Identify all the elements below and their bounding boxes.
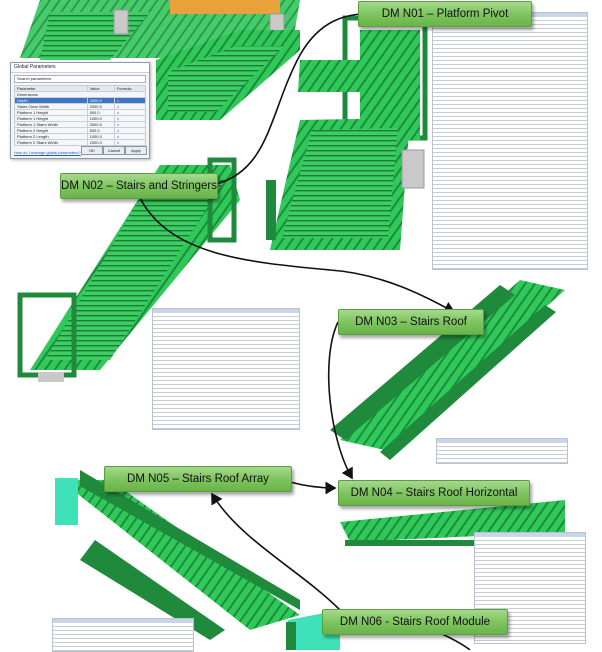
top-left-stair-structure bbox=[20, 0, 300, 120]
parameter-sheet-2 bbox=[152, 308, 300, 430]
help-link[interactable]: How do I manage global parameters? bbox=[14, 150, 81, 155]
apply-button[interactable]: Apply bbox=[125, 146, 147, 155]
sheet-rows bbox=[153, 313, 299, 429]
parameter-sheet-1 bbox=[432, 12, 588, 270]
table-header: Parameter Value Formula bbox=[14, 85, 147, 92]
sheet-rows bbox=[437, 443, 567, 463]
connector-arrows bbox=[139, 6, 471, 650]
cell: 2000.0 bbox=[86, 139, 115, 146]
label-dm-n03: DM N03 – Stairs Roof bbox=[338, 309, 484, 335]
parameters-table: Parameter Value Formula Dimensions Depth… bbox=[14, 85, 147, 146]
stairs-roof-array-structure bbox=[55, 470, 300, 640]
label-dm-n06: DM N06 - Stairs Roof Module bbox=[322, 609, 508, 635]
sheet-header bbox=[153, 309, 299, 313]
label-dm-n04: DM N04 – Stairs Roof Horizontal bbox=[338, 480, 530, 506]
global-parameters-dialog: Global Parameters Search parameters Para… bbox=[10, 62, 150, 159]
label-dm-n05: DM N05 – Stairs Roof Array bbox=[104, 466, 292, 492]
cell: = bbox=[113, 139, 147, 146]
search-input[interactable]: Search parameters bbox=[14, 75, 146, 83]
parameter-sheet-3 bbox=[436, 438, 568, 464]
sheet-rows bbox=[53, 623, 193, 651]
stairs-roof-structure bbox=[330, 280, 565, 460]
stairs-roof-horizontal-structure bbox=[340, 500, 565, 546]
cell: Platform 2 Stairs Width bbox=[14, 139, 88, 146]
dialog-title: Global Parameters bbox=[11, 63, 149, 73]
label-dm-n01: DM N01 – Platform Pivot bbox=[358, 1, 532, 27]
stairs-stringers-structure bbox=[17, 157, 240, 382]
platform-pivot-structure bbox=[266, 15, 428, 250]
sheet-header bbox=[475, 533, 585, 537]
ok-button[interactable]: OK bbox=[81, 146, 103, 155]
sheet-rows bbox=[433, 17, 587, 269]
sheet-header bbox=[437, 439, 567, 443]
sheet-header bbox=[53, 619, 193, 623]
parameter-sheet-5 bbox=[52, 618, 194, 652]
label-dm-n02: DM N02 – Stairs and Stringers bbox=[60, 173, 218, 199]
cancel-button[interactable]: Cancel bbox=[103, 146, 125, 155]
